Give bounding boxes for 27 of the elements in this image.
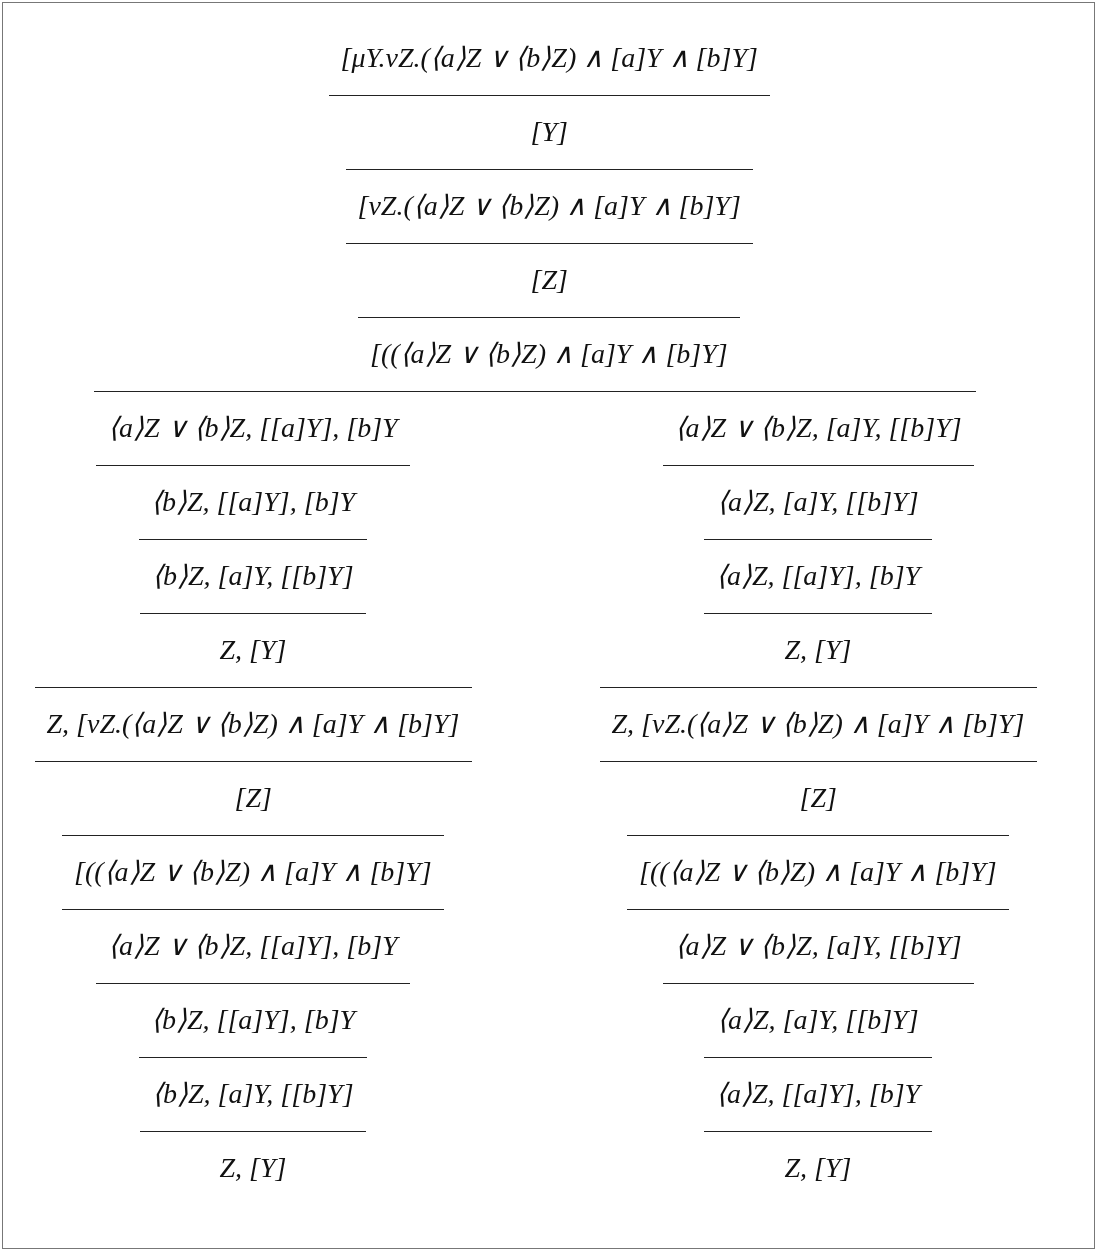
formula: ⟨a⟩Z, [[a]Y], [b]Y [715,559,924,593]
formula: Z, [νZ.(⟨a⟩Z ∨ ⟨b⟩Z) ∧ [a]Y ∧ [b]Y] [610,707,1026,741]
formula: ⟨a⟩Z ∨ ⟨b⟩Z, [a]Y, [[b]Y] [673,411,963,445]
formula: ⟨b⟩Z, [a]Y, [[b]Y] [151,1077,355,1111]
formula: [νZ.(⟨a⟩Z ∨ ⟨b⟩Z) ∧ [a]Y ∧ [b]Y] [356,189,742,223]
formula: [((⟨a⟩Z ∨ ⟨b⟩Z) ∧ [a]Y ∧ [b]Y] [73,855,433,889]
formula: [((⟨a⟩Z ∨ ⟨b⟩Z) ∧ [a]Y ∧ [b]Y] [638,855,998,889]
formula: ⟨a⟩Z ∨ ⟨b⟩Z, [a]Y, [[b]Y] [673,929,963,963]
formula: Z, [Y] [218,1151,288,1185]
formula: ⟨a⟩Z ∨ ⟨b⟩Z, [[a]Y], [b]Y [107,929,401,963]
formula: Z, [νZ.(⟨a⟩Z ∨ ⟨b⟩Z) ∧ [a]Y ∧ [b]Y] [45,707,461,741]
formula: ⟨a⟩Z, [a]Y, [[b]Y] [716,1003,920,1037]
formula: ⟨a⟩Z, [a]Y, [[b]Y] [716,485,920,519]
formula: [((⟨a⟩Z ∨ ⟨b⟩Z) ∧ [a]Y ∧ [b]Y] [369,337,729,371]
formula: [Y] [529,115,569,149]
formula: [Z] [529,263,569,297]
formula: Z, [Y] [783,633,853,667]
formula: ⟨a⟩Z ∨ ⟨b⟩Z, [[a]Y], [b]Y [107,411,401,445]
formula: ⟨a⟩Z, [[a]Y], [b]Y [715,1077,924,1111]
formula: Z, [Y] [218,633,288,667]
formula: Z, [Y] [783,1151,853,1185]
formula: [Z] [233,781,273,815]
formula: [μY.νZ.(⟨a⟩Z ∨ ⟨b⟩Z) ∧ [a]Y ∧ [b]Y] [339,41,759,75]
formula: ⟨b⟩Z, [[a]Y], [b]Y [150,1003,359,1037]
formula: ⟨b⟩Z, [[a]Y], [b]Y [150,485,359,519]
formula: ⟨b⟩Z, [a]Y, [[b]Y] [151,559,355,593]
formula: [Z] [798,781,838,815]
